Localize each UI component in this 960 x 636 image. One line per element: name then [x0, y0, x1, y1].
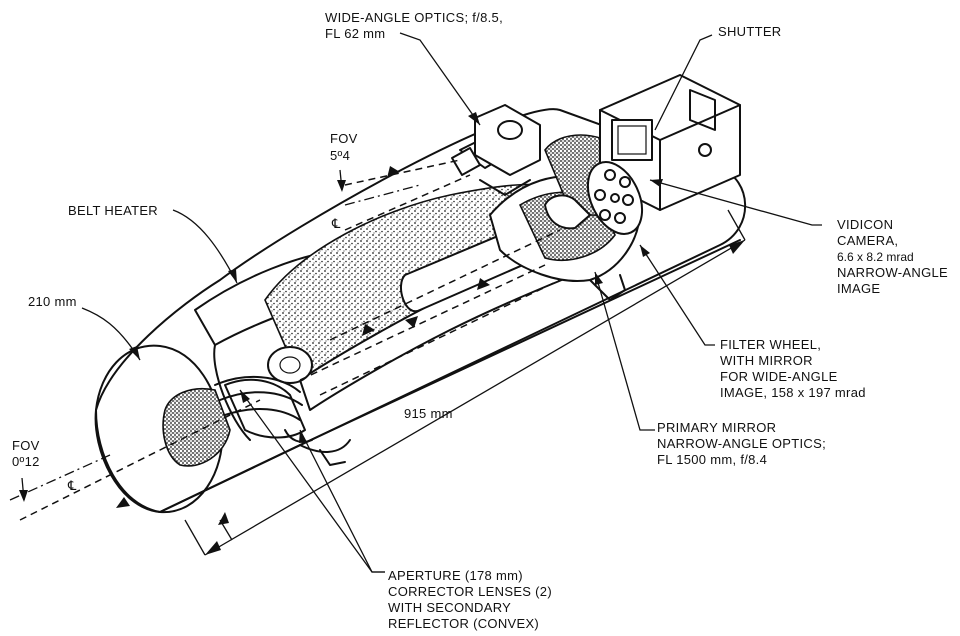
dimension-915mm — [184, 209, 746, 556]
wide-angle-optics — [451, 104, 541, 196]
label-primary-mirror-line3: FL 1500 mm, f/8.4 — [657, 452, 767, 467]
label-vidicon-line3: 6.6 x 8.2 mrad — [837, 250, 914, 264]
optical-arrow-3 — [405, 316, 418, 328]
labels: WIDE-ANGLE OPTICS; f/8.5, FL 62 mm SHUTT… — [12, 10, 948, 631]
optical-arrow-4 — [477, 278, 490, 290]
label-vidicon-line5: IMAGE — [837, 281, 880, 296]
filter-wheel — [544, 161, 644, 235]
leader-lines — [19, 32, 822, 573]
cutaway-interior — [162, 134, 641, 467]
label-wide-angle-optics-line1: WIDE-ANGLE OPTICS; f/8.5, — [325, 10, 503, 25]
label-centerline-top: ℄ — [331, 216, 341, 231]
label-vidicon-line4: NARROW-ANGLE — [837, 265, 948, 280]
optical-arrow-2 — [362, 324, 375, 336]
dimension-210mm — [81, 307, 233, 541]
label-centerline-bottom: ℄ — [67, 478, 77, 493]
label-shutter: SHUTTER — [718, 24, 782, 39]
label-filter-wheel-line1: FILTER WHEEL, — [720, 337, 821, 352]
label-length: 915 mm — [404, 406, 453, 421]
label-diameter: 210 mm — [28, 294, 77, 309]
label-wide-angle-optics-line2: FL 62 mm — [325, 26, 385, 41]
optical-arrow-1 — [116, 497, 130, 508]
label-fov-top: FOV — [330, 131, 358, 146]
label-filter-wheel-line4: IMAGE, 158 x 197 mrad — [720, 385, 866, 400]
label-filter-wheel-line3: FOR WIDE-ANGLE — [720, 369, 838, 384]
label-aperture-line4: REFLECTOR (CONVEX) — [388, 616, 539, 631]
label-primary-mirror-line2: NARROW-ANGLE OPTICS; — [657, 436, 826, 451]
centerlines — [9, 184, 421, 501]
label-fov-bottom: FOV — [12, 438, 40, 453]
optical-path — [19, 159, 561, 521]
label-aperture-line2: CORRECTOR LENSES (2) — [388, 584, 552, 599]
label-filter-wheel-line2: WITH MIRROR — [720, 353, 813, 368]
label-aperture-line1: APERTURE (178 mm) — [388, 568, 523, 583]
label-vidicon-line1: VIDICON — [837, 217, 893, 232]
label-fov-top-value: 5º4 — [330, 148, 350, 163]
label-aperture-line3: WITH SECONDARY — [388, 600, 511, 615]
optical-arrow-5 — [387, 166, 400, 178]
label-fov-bottom-value: 0º12 — [12, 454, 40, 469]
label-belt-heater: BELT HEATER — [68, 203, 158, 218]
vidicon-camera-box — [599, 74, 741, 211]
label-vidicon-line2: CAMERA, — [837, 233, 898, 248]
label-primary-mirror-line1: PRIMARY MIRROR — [657, 420, 776, 435]
